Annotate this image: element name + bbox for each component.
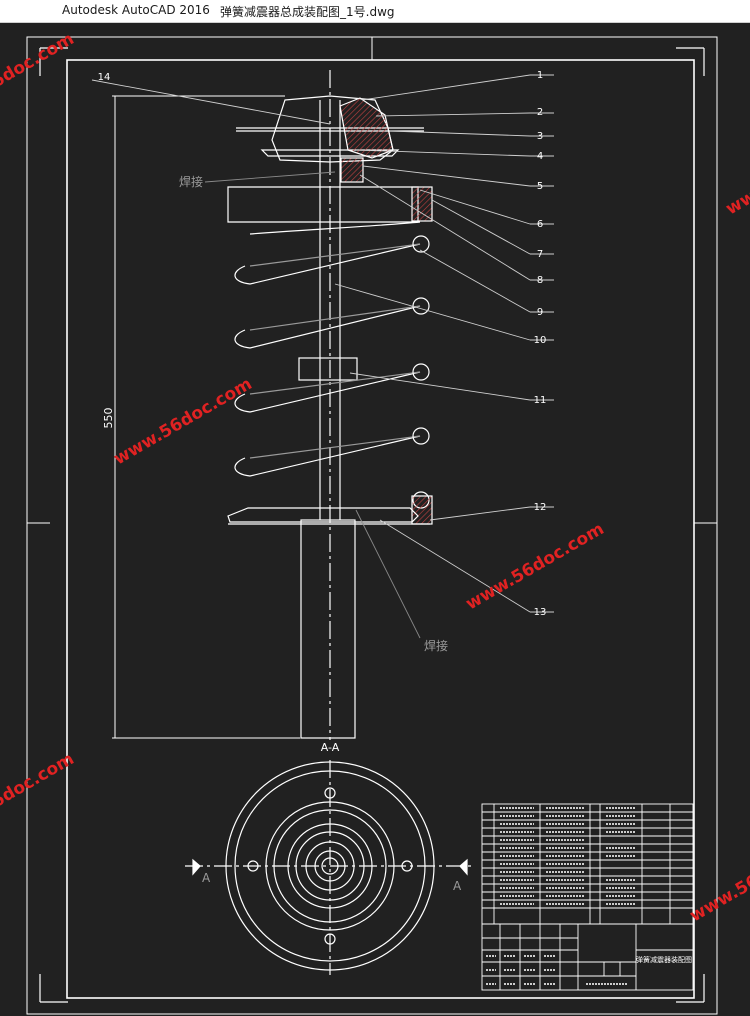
balloon-2: 2 bbox=[537, 107, 543, 118]
watermark-6: www.56doc.com bbox=[687, 831, 750, 926]
drawing-name: 弹簧减震器装配图 bbox=[636, 955, 692, 964]
balloon-12: 12 bbox=[534, 502, 547, 513]
balloon-4: 4 bbox=[537, 151, 543, 162]
watermark-1: www.56doc.com bbox=[111, 374, 256, 469]
watermark-2: www.56doc.com bbox=[463, 519, 608, 614]
height-dimension bbox=[112, 95, 300, 739]
strut-body bbox=[298, 70, 358, 740]
title-bar: Autodesk AutoCAD 2016 弹簧减震器总成装配图_1号.dwg bbox=[0, 0, 750, 23]
height-dimension-text: 550 bbox=[102, 408, 115, 429]
weld-label-upper: 焊接 bbox=[179, 174, 203, 189]
parts-list bbox=[481, 803, 694, 925]
sheet-frame bbox=[26, 36, 718, 1015]
balloon-5: 5 bbox=[537, 181, 543, 192]
balloon-11: 11 bbox=[534, 395, 547, 406]
section-label: A-A bbox=[321, 741, 340, 754]
drawing-canvas[interactable]: 550 bbox=[0, 22, 750, 1016]
balloon-9: 9 bbox=[537, 307, 543, 318]
leader-lines bbox=[91, 74, 554, 639]
cut-marker-left: A bbox=[202, 871, 211, 885]
balloon-14: 14 bbox=[98, 72, 111, 83]
weld-label-lower: 焊接 bbox=[424, 638, 448, 653]
watermark-4: www.56doc.com bbox=[723, 124, 750, 219]
coil-spring bbox=[234, 221, 433, 525]
balloon-7: 7 bbox=[537, 249, 543, 260]
balloon-1: 1 bbox=[537, 70, 543, 81]
document-title: 弹簧减震器总成装配图_1号.dwg bbox=[220, 5, 395, 19]
balloon-13: 13 bbox=[534, 607, 547, 618]
balloon-8: 8 bbox=[537, 275, 543, 286]
watermark-5: www.56doc.com bbox=[0, 749, 78, 844]
section-view bbox=[185, 760, 475, 975]
title-block bbox=[481, 923, 694, 991]
balloon-6: 6 bbox=[537, 219, 543, 230]
top-mount bbox=[227, 95, 433, 223]
cut-marker-right: A bbox=[453, 879, 462, 893]
part-balloons: 1 2 3 4 5 6 7 8 9 10 11 12 13 14 bbox=[98, 70, 547, 618]
balloon-10: 10 bbox=[534, 335, 547, 346]
app-title: Autodesk AutoCAD 2016 bbox=[62, 3, 210, 17]
balloon-3: 3 bbox=[537, 131, 543, 142]
watermarks: www.56doc.com www.56doc.com www.56doc.co… bbox=[0, 29, 750, 926]
lower-spring-seat bbox=[227, 507, 430, 525]
watermark-3: www.56doc.com bbox=[0, 29, 78, 124]
